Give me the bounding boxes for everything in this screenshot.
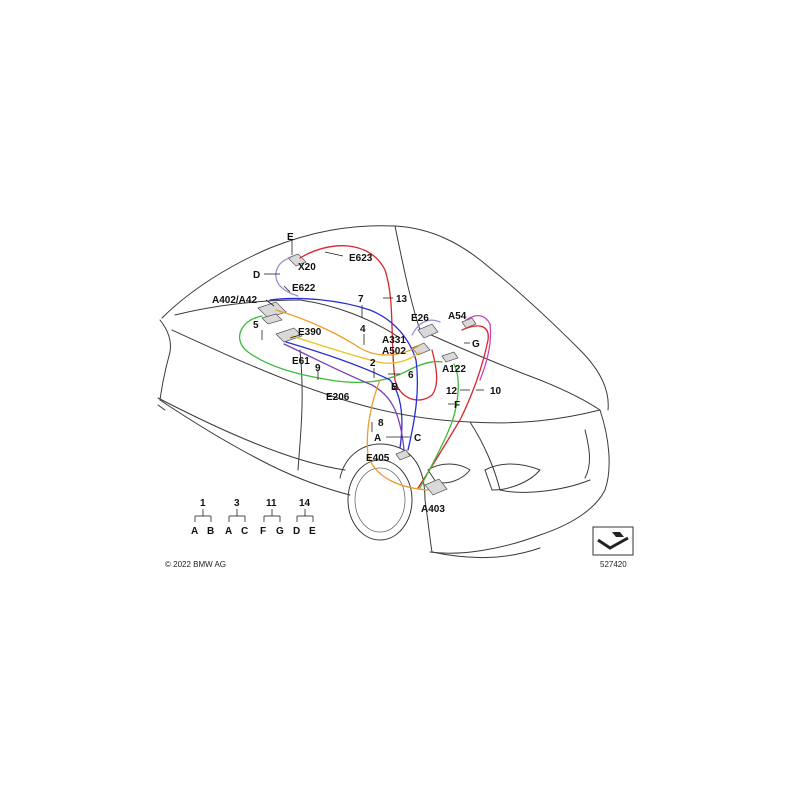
label-X20: X20 [298,262,316,273]
label-D: D [253,270,260,281]
label-A54: A54 [448,311,467,322]
label-6: 6 [408,370,414,381]
label-A403: A403 [421,504,445,515]
label-A: A [374,433,381,444]
wire-harness [238,245,492,491]
wire-blue [269,297,419,451]
legend-item-11: 11 F G [260,498,284,537]
label-F: F [454,400,460,411]
orientation-icon [592,526,634,556]
label-7: 7 [358,294,364,305]
label-A122: A122 [442,364,466,375]
legend-left: D [293,526,300,537]
wire-orange-2 [366,379,429,491]
wire-yellow [291,335,421,364]
label-B: B [391,382,398,393]
part-x20 [287,253,307,267]
part-labels: E X20 E623 D E622 A402/A42 7 13 E26 A54 … [212,232,502,515]
legend-num: 14 [299,498,311,509]
part-a122 [441,351,459,363]
label-C: C [414,433,421,444]
label-A331: A331 [382,335,406,346]
legend-left: F [260,526,266,537]
label-E405: E405 [366,453,390,464]
wire-orange [275,309,421,356]
legend-item-14: 14 D E [293,498,316,537]
wire-purple [283,343,405,451]
legend-num: 11 [266,498,277,509]
label-E61: E61 [292,356,310,367]
wire-green-front [419,363,459,489]
car-body-outline [157,225,610,559]
wire-magenta [465,314,492,381]
wire-lavender [275,257,299,297]
wire-lavender-2 [411,319,441,336]
label-10: 10 [490,386,502,397]
label-E: E [287,232,294,243]
label-A502: A502 [382,346,406,357]
legend-item-1: 1 A B [191,498,214,537]
legend-num: 3 [234,498,240,509]
diagram-id: 527420 [600,560,627,569]
label-G: G [472,339,480,350]
part-e390 [275,327,303,343]
label-5: 5 [253,320,259,331]
label-E622: E622 [292,283,316,294]
part-e26 [417,323,439,339]
part-a403 [424,478,448,496]
label-E390: E390 [298,327,322,338]
connector-legend: 1 A B 3 A C 11 F G 14 [191,498,316,537]
label-E26: E26 [411,313,429,324]
label-2: 2 [370,358,376,369]
label-8: 8 [378,418,384,429]
legend-num: 1 [200,498,206,509]
wire-blue-2 [285,341,403,449]
copyright: © 2022 BMW AG [165,560,226,569]
label-A402-A42: A402/A42 [212,295,257,306]
part-a331 [411,342,431,356]
legend-item-3: 3 A C [225,498,248,537]
legend-left: A [225,526,232,537]
label-4: 4 [360,324,366,335]
label-E623: E623 [349,253,373,264]
wire-green [238,315,443,384]
components [257,253,477,496]
legend-right: B [207,526,214,537]
leader-lines [261,240,484,438]
wire-red [299,245,438,401]
label-13: 13 [396,294,408,305]
legend-right: G [276,526,284,537]
part-a54 [461,317,477,329]
label-9: 9 [315,363,321,374]
legend-right: C [241,526,248,537]
wire-red-front [417,325,489,489]
label-12: 12 [446,386,458,397]
legend-left: A [191,526,198,537]
part-5 [261,313,283,325]
label-E206: E206 [326,392,350,403]
legend-right: E [309,526,316,537]
part-e405 [395,449,411,461]
part-a402 [257,301,287,319]
